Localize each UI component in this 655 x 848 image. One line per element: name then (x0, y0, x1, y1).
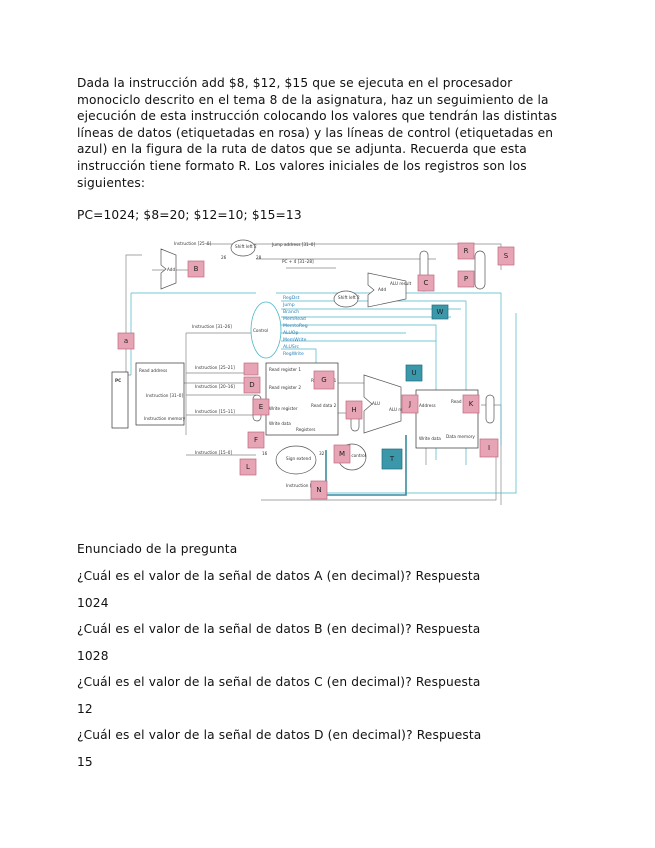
svg-text:Instruction [25–0]: Instruction [25–0] (174, 241, 211, 246)
question-b: ¿Cuál es el valor de la señal de datos B… (77, 622, 481, 636)
svg-text:Write data: Write data (419, 436, 441, 441)
label-l: L (239, 458, 257, 476)
svg-text:S: S (504, 252, 509, 260)
svg-text:M: M (339, 450, 345, 458)
svg-text:L: L (246, 463, 250, 471)
svg-text:U: U (411, 369, 416, 377)
svg-text:RegDst: RegDst (283, 295, 300, 301)
svg-text:Instruction memory: Instruction memory (144, 416, 186, 421)
svg-text:Read data 2: Read data 2 (311, 403, 337, 408)
svg-text:Data memory: Data memory (446, 434, 475, 439)
svg-text:32: 32 (319, 451, 325, 456)
label-c: C (417, 274, 435, 292)
svg-text:RegWrite: RegWrite (283, 351, 304, 357)
svg-text:B: B (194, 265, 199, 273)
label-g: G (313, 370, 335, 390)
svg-text:26: 26 (221, 255, 227, 260)
svg-text:Shift left 2: Shift left 2 (338, 295, 360, 300)
svg-text:ALU: ALU (372, 401, 380, 406)
svg-text:Read data: Read data (451, 399, 473, 404)
label-n: N (310, 480, 328, 500)
svg-text:MemWrite: MemWrite (283, 337, 307, 343)
svg-text:C: C (424, 279, 429, 287)
svg-text:PC + 4 [31–28]: PC + 4 [31–28] (282, 259, 314, 264)
svg-text:Sign extend: Sign extend (286, 456, 311, 461)
svg-text:Registers: Registers (296, 427, 315, 432)
svg-text:ALUOp: ALUOp (283, 330, 298, 336)
label-u: U (405, 364, 423, 382)
svg-text:PC: PC (115, 378, 121, 383)
svg-text:Address: Address (419, 403, 436, 408)
initial-registers: PC=1024; $8=20; $12=10; $15=13 (77, 208, 302, 222)
svg-text:Write data: Write data (269, 421, 291, 426)
label-f: F (247, 431, 265, 449)
add-adder-text: Add (167, 267, 175, 272)
svg-text:ALU result: ALU result (390, 281, 412, 286)
svg-text:Instruction [15–0]: Instruction [15–0] (195, 450, 232, 455)
svg-text:Branch: Branch (283, 309, 299, 315)
answer-b[interactable]: 1028 (77, 649, 109, 663)
svg-text:R: R (464, 247, 469, 255)
svg-text:Write register: Write register (269, 406, 298, 411)
svg-text:ALU control: ALU control (342, 453, 366, 458)
svg-text:16: 16 (262, 451, 268, 456)
label-b: B (187, 260, 205, 278)
svg-text:Jump: Jump (282, 302, 295, 308)
svg-text:Control: Control (253, 328, 268, 333)
svg-text:I: I (488, 444, 490, 452)
svg-text:28: 28 (256, 255, 262, 260)
svg-text:H: H (351, 406, 356, 414)
svg-text:Instruction [31–26]: Instruction [31–26] (192, 324, 232, 329)
intro-paragraph: Dada la instrucción add $8, $12, $15 que… (77, 76, 558, 190)
answer-a[interactable]: 1024 (77, 596, 109, 610)
label-i: I (479, 438, 499, 458)
svg-text:Add: Add (378, 287, 386, 292)
svg-text:Shift left 2: Shift left 2 (235, 244, 257, 249)
svg-text:Instruction [25–21]: Instruction [25–21] (195, 365, 235, 370)
svg-text:E: E (259, 403, 263, 411)
svg-text:P: P (464, 275, 468, 283)
label-j: J (401, 394, 419, 414)
question-d: ¿Cuál es el valor de la señal de datos D… (77, 728, 482, 742)
question-c: ¿Cuál es el valor de la señal de datos C… (77, 675, 481, 689)
label-w: W (431, 304, 449, 320)
svg-text:F: F (254, 436, 258, 444)
datapath-figure: Add Shift left 2 Instruction [25–0] 26 2… (106, 235, 522, 505)
question-header: Enunciado de la pregunta (77, 542, 238, 556)
answer-d[interactable]: 15 (77, 755, 93, 769)
svg-text:MemtoReg: MemtoReg (283, 323, 308, 329)
svg-text:ALUSrc: ALUSrc (283, 344, 300, 350)
svg-text:W: W (437, 308, 444, 316)
svg-text:a: a (124, 337, 128, 345)
label-r: R (457, 242, 475, 260)
label-p: P (457, 270, 475, 288)
svg-text:T: T (389, 455, 395, 463)
question-a: ¿Cuál es el valor de la señal de datos A… (77, 569, 481, 583)
label-d: D (243, 376, 261, 394)
label-h: H (345, 400, 363, 420)
svg-text:MemRead: MemRead (283, 316, 306, 322)
label-k: K (462, 394, 480, 414)
label-t: T (381, 448, 403, 470)
answer-c[interactable]: 12 (77, 702, 93, 716)
label-extra-1 (243, 362, 259, 376)
label-s: S (497, 246, 515, 266)
svg-text:Instruction [31–0]: Instruction [31–0] (146, 393, 183, 398)
svg-text:Instruction [5–0]: Instruction [5–0] (286, 483, 321, 488)
svg-text:G: G (321, 376, 326, 384)
label-e: E (252, 398, 270, 416)
svg-text:Read address: Read address (139, 368, 167, 373)
label-m: M (333, 444, 351, 464)
svg-text:Instruction [20–16]: Instruction [20–16] (195, 384, 235, 389)
svg-text:K: K (469, 400, 474, 408)
svg-text:ALU result: ALU result (389, 407, 411, 412)
svg-text:N: N (316, 486, 321, 494)
svg-text:D: D (249, 381, 254, 389)
svg-text:Read register 1: Read register 1 (269, 367, 301, 372)
svg-text:Read register 2: Read register 2 (269, 385, 301, 390)
svg-text:Jump address [31–0]: Jump address [31–0] (271, 242, 315, 247)
svg-text:Instruction [15–11]: Instruction [15–11] (195, 409, 235, 414)
label-a: a (117, 332, 135, 350)
svg-text:J: J (408, 400, 411, 408)
